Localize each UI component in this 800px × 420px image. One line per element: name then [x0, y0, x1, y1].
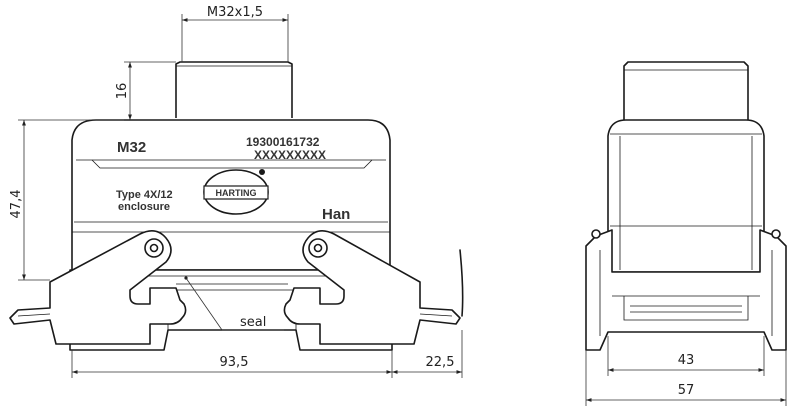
dim-height-top: 16: [115, 83, 130, 100]
dim-height-main: 47,4: [9, 190, 24, 219]
type-rating-line1: Type 4X/12: [116, 189, 173, 201]
dim-width-inner: 43: [678, 353, 695, 368]
part-number: 19300161732: [246, 135, 320, 149]
brand-text: HARTING: [216, 188, 257, 198]
dim-thread: M32x1,5: [207, 5, 263, 20]
side-body: [607, 119, 765, 273]
type-rating-line2: enclosure: [118, 201, 170, 213]
dimension-lines: M32x1,5 16 47,4 93,5 22,5 43 57: [9, 5, 787, 406]
thread-marking: M32: [117, 139, 146, 156]
dim-width-side: 57: [678, 383, 695, 398]
part-code: XXXXXXXXX: [254, 148, 326, 162]
dim-width-front: 93,5: [220, 355, 249, 370]
side-view: [585, 61, 787, 351]
right-locking-lever: [283, 230, 461, 345]
side-spigot: [623, 61, 749, 120]
left-locking-lever: [9, 230, 187, 345]
dim-width-lever: 22,5: [426, 355, 455, 370]
thread-spigot: [175, 61, 293, 118]
series-marking: Han: [322, 206, 350, 223]
harting-logo: HARTING: [203, 169, 269, 215]
front-view: M32 19300161732 XXXXXXXXX Type 4X/12 enc…: [9, 61, 464, 351]
seal-label: seal: [240, 315, 266, 330]
